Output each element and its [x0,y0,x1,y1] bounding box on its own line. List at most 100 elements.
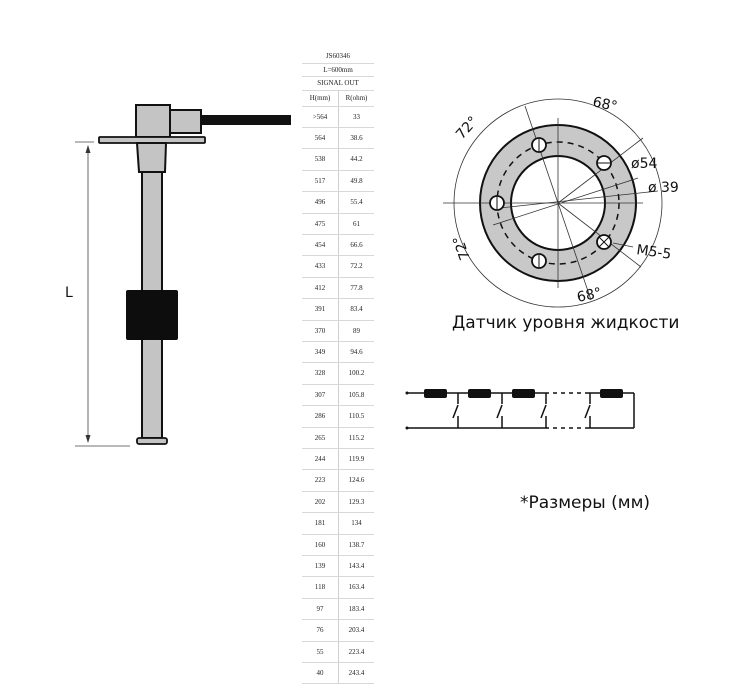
sensor-title: Датчик уровня жидкости [452,313,680,333]
height-cell: 286 [302,405,339,428]
end-stop [136,437,168,445]
bolt-circle [496,141,620,265]
resistance-cell: 183.4 [338,598,374,621]
bolt-hole [489,195,505,211]
resistance-cell: 163.4 [338,576,374,599]
dim-arrow-bottom [85,435,91,443]
height-cell: 328 [302,362,339,385]
resistance-cell: 49.8 [338,170,374,193]
dim-line-54 [492,177,639,226]
cable [200,115,291,125]
units-note: *Размеры (мм) [520,493,651,513]
resistance-cell: 105.8 [338,384,374,407]
height-cell: 412 [302,277,339,300]
angle-bottom-left-label: 72° [450,233,474,262]
resistance-cell: 129.3 [338,491,374,514]
height-cell: 349 [302,341,339,364]
resistance-cell: 55.4 [338,191,374,214]
resistance-cell: 61 [338,213,374,235]
angle-top-left-label: 72° [453,114,482,143]
resistance-cell: 119.9 [338,448,374,471]
model-number: JS60346 [302,50,374,64]
resistor [600,389,623,398]
resistance-cell: 134 [338,512,374,535]
dim-line-39 [499,190,659,209]
height-cell: 265 [302,427,339,450]
height-cell: 139 [302,555,339,578]
column-header-height: H(mm) [302,90,339,107]
resistance-cell: 143.4 [338,555,374,578]
angle-arc [453,98,663,308]
signal-label: SIGNAL OUT [302,76,374,91]
height-cell: 454 [302,234,339,257]
resistance-cell: 138.7 [338,534,374,557]
connector-arm [168,109,202,134]
resistance-cell: 44.2 [338,148,374,171]
height-cell: 370 [302,320,339,342]
dim-arrow-top [85,145,91,153]
height-cell: 475 [302,213,339,235]
radial-line [557,137,644,204]
float [126,290,178,340]
resistor [424,389,447,398]
reed-switch [540,393,547,428]
height-cell: 76 [302,619,339,642]
resistance-cell: 100.2 [338,362,374,385]
resistance-cell: 94.6 [338,341,374,364]
resistance-cell: 115.2 [338,427,374,450]
rod-length: L=600mm [302,63,374,77]
height-cell: 202 [302,491,339,514]
resistance-cell: 66.6 [338,234,374,257]
height-cell: 181 [302,512,339,535]
resistance-cell: 83.4 [338,298,374,321]
inner-diameter-label: ø 39 [648,180,679,196]
height-cell: 496 [302,191,339,214]
resistor [512,389,535,398]
height-cell: 223 [302,469,339,492]
thread-leader [612,242,634,248]
flange-outer-edge [479,124,637,282]
bushing [135,142,168,173]
height-cell: 244 [302,448,339,471]
thread-label: M5-5 [635,242,672,263]
resistance-cell: 38.6 [338,127,374,150]
column-header-resistance: R(ohm) [338,90,374,107]
height-cell: 40 [302,662,339,684]
bolt-hole [596,155,612,171]
connector-head [135,104,171,138]
bolt-circle-diameter-label: ø54 [631,156,657,172]
resistance-cell: 89 [338,320,374,342]
height-cell: 160 [302,534,339,557]
resistance-cell: 77.8 [338,277,374,300]
resistor [468,389,491,398]
height-cell: >564 [302,106,339,128]
angle-top-label: 68° [591,94,619,115]
resistance-cell: 243.4 [338,662,374,684]
height-cell: 55 [302,641,339,664]
sensor-side-view: L [65,104,291,447]
height-cell: 97 [302,598,339,621]
height-cell: 433 [302,255,339,278]
resistance-cell: 223.4 [338,641,374,664]
flange-inner-bore [510,155,606,251]
reed-switch [452,393,459,428]
height-cell: 564 [302,127,339,150]
